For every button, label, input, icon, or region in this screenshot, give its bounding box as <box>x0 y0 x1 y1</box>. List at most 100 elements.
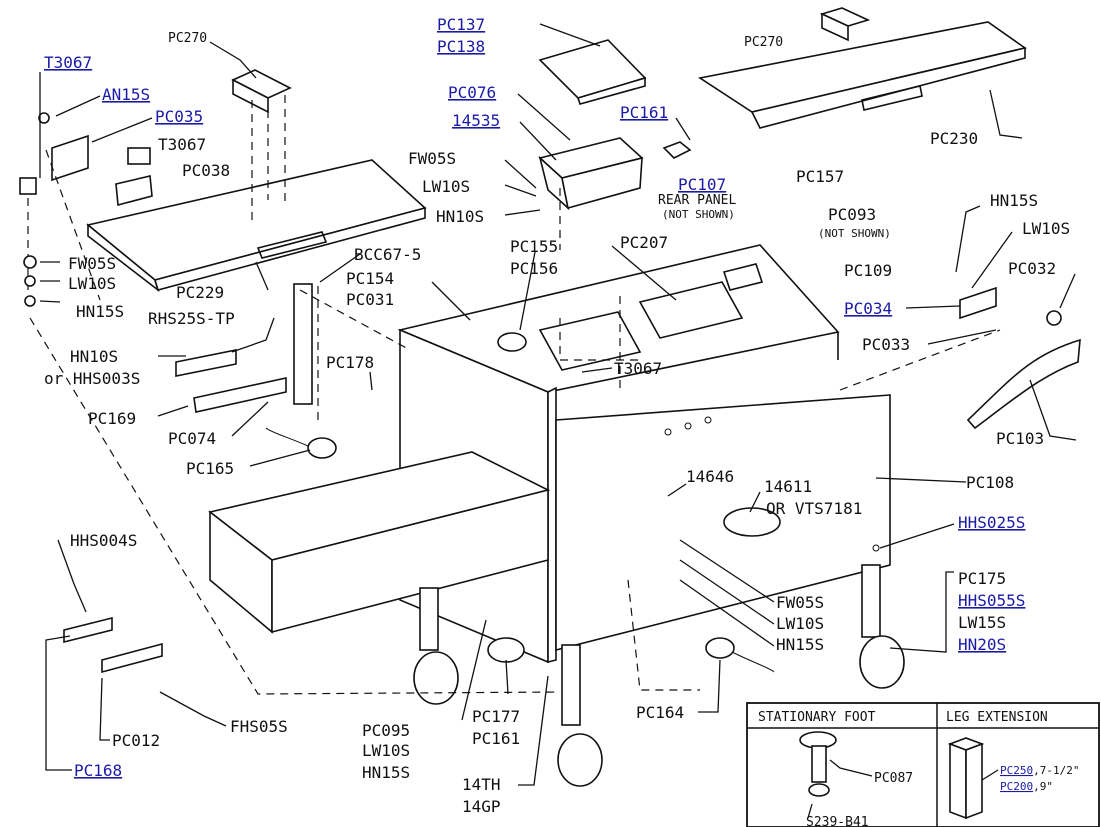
label-an15s-link[interactable]: AN15S <box>102 85 150 104</box>
chute <box>208 451 551 634</box>
tray-pc076 <box>538 137 692 211</box>
label-pc074: PC074 <box>168 429 216 448</box>
label-pc107-link[interactable]: PC107 <box>678 175 726 194</box>
label-pc161-link[interactable]: PC161 <box>620 103 668 122</box>
label-or-hhs003s: or HHS003S <box>44 369 140 388</box>
machine-drawing <box>19 7 1100 827</box>
label-pc169: PC169 <box>88 409 136 428</box>
label-lw15s: LW15S <box>958 613 1006 632</box>
label-t3067: T3067 <box>158 135 206 154</box>
label-pc168-link[interactable]: PC168 <box>74 761 122 780</box>
label-hhs025s-link[interactable]: HHS025S <box>958 513 1025 532</box>
label-14646: 14646 <box>686 467 734 486</box>
label-pc137-link[interactable]: PC137 <box>437 15 485 34</box>
label-hn15s-low: HN15S <box>776 635 824 654</box>
label-pc035-link[interactable]: PC035 <box>155 107 203 126</box>
label-hn10s-left: HN10S <box>70 347 118 366</box>
bottom-left-parts <box>63 616 163 674</box>
label-pc033: PC033 <box>862 335 910 354</box>
electrical <box>265 427 775 673</box>
inset-title-leg-extension: LEG EXTENSION <box>946 710 1048 725</box>
label-pc175: PC175 <box>958 569 1006 588</box>
label-pc038: PC038 <box>182 161 230 180</box>
label-lw10s-right: LW10S <box>1022 219 1070 238</box>
label-pc032: PC032 <box>1008 259 1056 278</box>
label-hhs055s-link[interactable]: HHS055S <box>958 591 1025 610</box>
label-pc177: PC177 <box>472 707 520 726</box>
label-lw10s-top: LW10S <box>422 177 470 196</box>
label-pc270-left: PC270 <box>168 31 207 46</box>
label-pc103: PC103 <box>996 429 1044 448</box>
label-fw05s-left: FW05S <box>68 254 116 273</box>
label-bcc67-5: BCC67-5 <box>354 245 421 264</box>
label-pc207: PC207 <box>620 233 668 252</box>
main-body <box>397 244 891 664</box>
label-pc138-link[interactable]: PC138 <box>437 37 485 56</box>
label-rhs25s-tp: RHS25S-TP <box>148 309 235 328</box>
label-14gp: 14GP <box>462 797 501 816</box>
label-pc093: PC093 <box>828 205 876 224</box>
label-pc095: PC095 <box>362 721 410 740</box>
label-t3067-body: T3067 <box>614 359 662 378</box>
part-labels: T3067 AN15S PC035 T3067 PC038 PC270 PC13… <box>44 15 1070 816</box>
lid-pc137 <box>538 39 647 105</box>
plate-pc035 <box>19 112 153 207</box>
label-pc157: PC157 <box>796 167 844 186</box>
label-hn15s-left: HN15S <box>76 302 124 321</box>
label-rear-panel: REAR PANEL <box>658 193 736 208</box>
label-pc229: PC229 <box>176 283 224 302</box>
inset-label-s239-b41: S239-B41 <box>806 815 869 827</box>
assembly-lines <box>29 149 1001 695</box>
label-not-shown-2: (NOT SHOWN) <box>818 227 891 240</box>
label-pc165: PC165 <box>186 459 234 478</box>
label-pc230: PC230 <box>930 129 978 148</box>
inset-pc200-link[interactable]: PC200 <box>1000 780 1033 793</box>
inset-pc250-line: PC250,7-1/2" <box>1000 764 1079 777</box>
label-pc109: PC109 <box>844 261 892 280</box>
label-pc270-right: PC270 <box>744 35 783 50</box>
label-fw05s-top: FW05S <box>408 149 456 168</box>
label-t3067-link[interactable]: T3067 <box>44 53 92 72</box>
label-pc178: PC178 <box>326 353 374 372</box>
label-hn20s-link[interactable]: HN20S <box>958 635 1006 654</box>
label-lw10s-left: LW10S <box>68 274 116 293</box>
label-pc154: PC154 <box>346 269 394 288</box>
label-pc164: PC164 <box>636 703 684 722</box>
label-pc156: PC156 <box>510 259 558 278</box>
inset-box <box>746 702 1100 827</box>
inset-pc200-line: PC200,9" <box>1000 780 1053 793</box>
bracket-pc034 <box>959 286 1081 430</box>
label-pc108: PC108 <box>966 473 1014 492</box>
leader-lines <box>39 23 1077 786</box>
bars-pc169 <box>175 283 313 413</box>
label-pc034-link[interactable]: PC034 <box>844 299 892 318</box>
cover-pc230 <box>697 7 1027 129</box>
inset-pc250-link[interactable]: PC250 <box>1000 764 1033 777</box>
label-pc012: PC012 <box>112 731 160 750</box>
label-pc076-link[interactable]: PC076 <box>448 83 496 102</box>
cover-pc229 <box>86 159 427 293</box>
label-14535-link[interactable]: 14535 <box>452 111 500 130</box>
label-hn15s-bot: HN15S <box>362 763 410 782</box>
label-pc155: PC155 <box>510 237 558 256</box>
label-fhs05s: FHS05S <box>230 717 288 736</box>
label-14th: 14TH <box>462 775 501 794</box>
inset-label-pc087: PC087 <box>874 771 913 786</box>
label-hn15s-right: HN15S <box>990 191 1038 210</box>
label-lw10s-bot: LW10S <box>362 741 410 760</box>
label-or-vts7181: OR VTS7181 <box>766 499 862 518</box>
inset-pc250-size: ,7-1/2" <box>1033 764 1079 777</box>
label-not-shown-1: (NOT SHOWN) <box>662 208 735 221</box>
bracket-pc270-left <box>231 69 292 220</box>
label-fw05s-low: FW05S <box>776 593 824 612</box>
legs <box>413 564 905 787</box>
inset-labels: STATIONARY FOOT LEG EXTENSION PC087 S239… <box>758 710 1079 827</box>
label-hhs004s: HHS004S <box>70 531 137 550</box>
label-lw10s-low: LW10S <box>776 614 824 633</box>
label-14611: 14611 <box>764 477 812 496</box>
inset-title-stationary-foot: STATIONARY FOOT <box>758 710 876 725</box>
label-pc031: PC031 <box>346 290 394 309</box>
label-pc161-bot: PC161 <box>472 729 520 748</box>
